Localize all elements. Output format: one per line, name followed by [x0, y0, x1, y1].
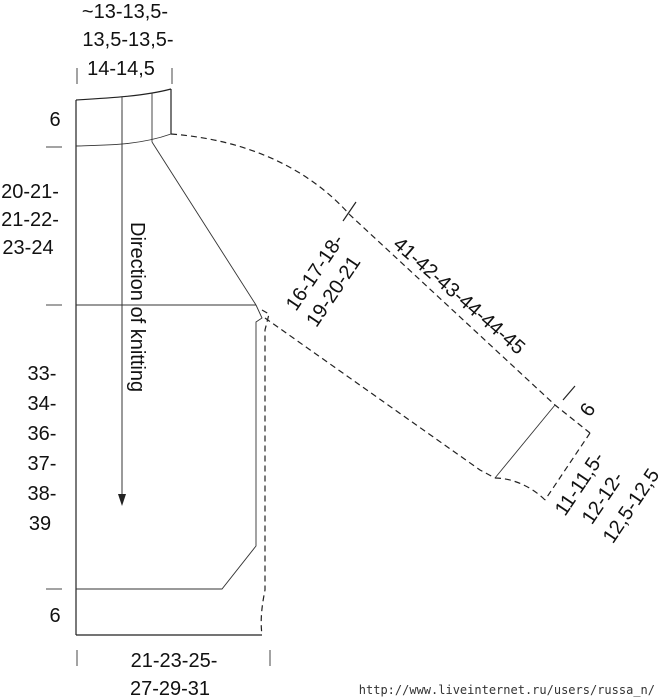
bottom-width-label: 27-29-31: [130, 678, 210, 699]
neck-width-dimension: ~13-13,5- 13,5-13,5- 14-14,5: [76, 1, 174, 84]
rib-height-label: 6: [49, 605, 60, 627]
body-piece: [75, 88, 270, 636]
sleeve-length-label: 41-42-43-44-44-45: [389, 233, 529, 359]
bottom-width-label: 21-23-25-: [131, 650, 218, 672]
left-dimension-ticks: [46, 146, 271, 666]
body-length-label: 38-: [28, 483, 57, 505]
yoke-height-label: 20-21-: [1, 181, 59, 203]
raglan-line: [151, 141, 257, 306]
collar-top: [75, 88, 172, 101]
body-length-label: 36-: [28, 423, 57, 445]
neck-width-label: 13,5-13,5-: [82, 29, 173, 51]
body-length-label: 33-: [28, 363, 57, 385]
direction-label: Direction of knitting: [126, 222, 148, 392]
cuff-height-label: 6: [576, 399, 600, 421]
direction-arrow: Direction of knitting: [118, 110, 148, 506]
side-edge: [260, 309, 270, 636]
body-length-label: 34-: [28, 393, 57, 415]
neck-height-label: 6: [49, 109, 60, 131]
watermark: http://www.liveinternet.ru/users/russa_n…: [359, 683, 655, 697]
neck-width-label: 14-14,5: [87, 58, 155, 80]
yoke-height-label: 23-24: [2, 237, 53, 259]
yoke-height-label: 21-22-: [1, 209, 59, 231]
body-length-label: 37-: [28, 453, 57, 475]
neck-width-label: ~13-13,5-: [82, 1, 168, 23]
side-seam: [76, 304, 263, 590]
sleeve-piece: [170, 133, 591, 501]
collar-bottom-line: [75, 133, 172, 147]
body-length-label: 39: [29, 513, 51, 535]
